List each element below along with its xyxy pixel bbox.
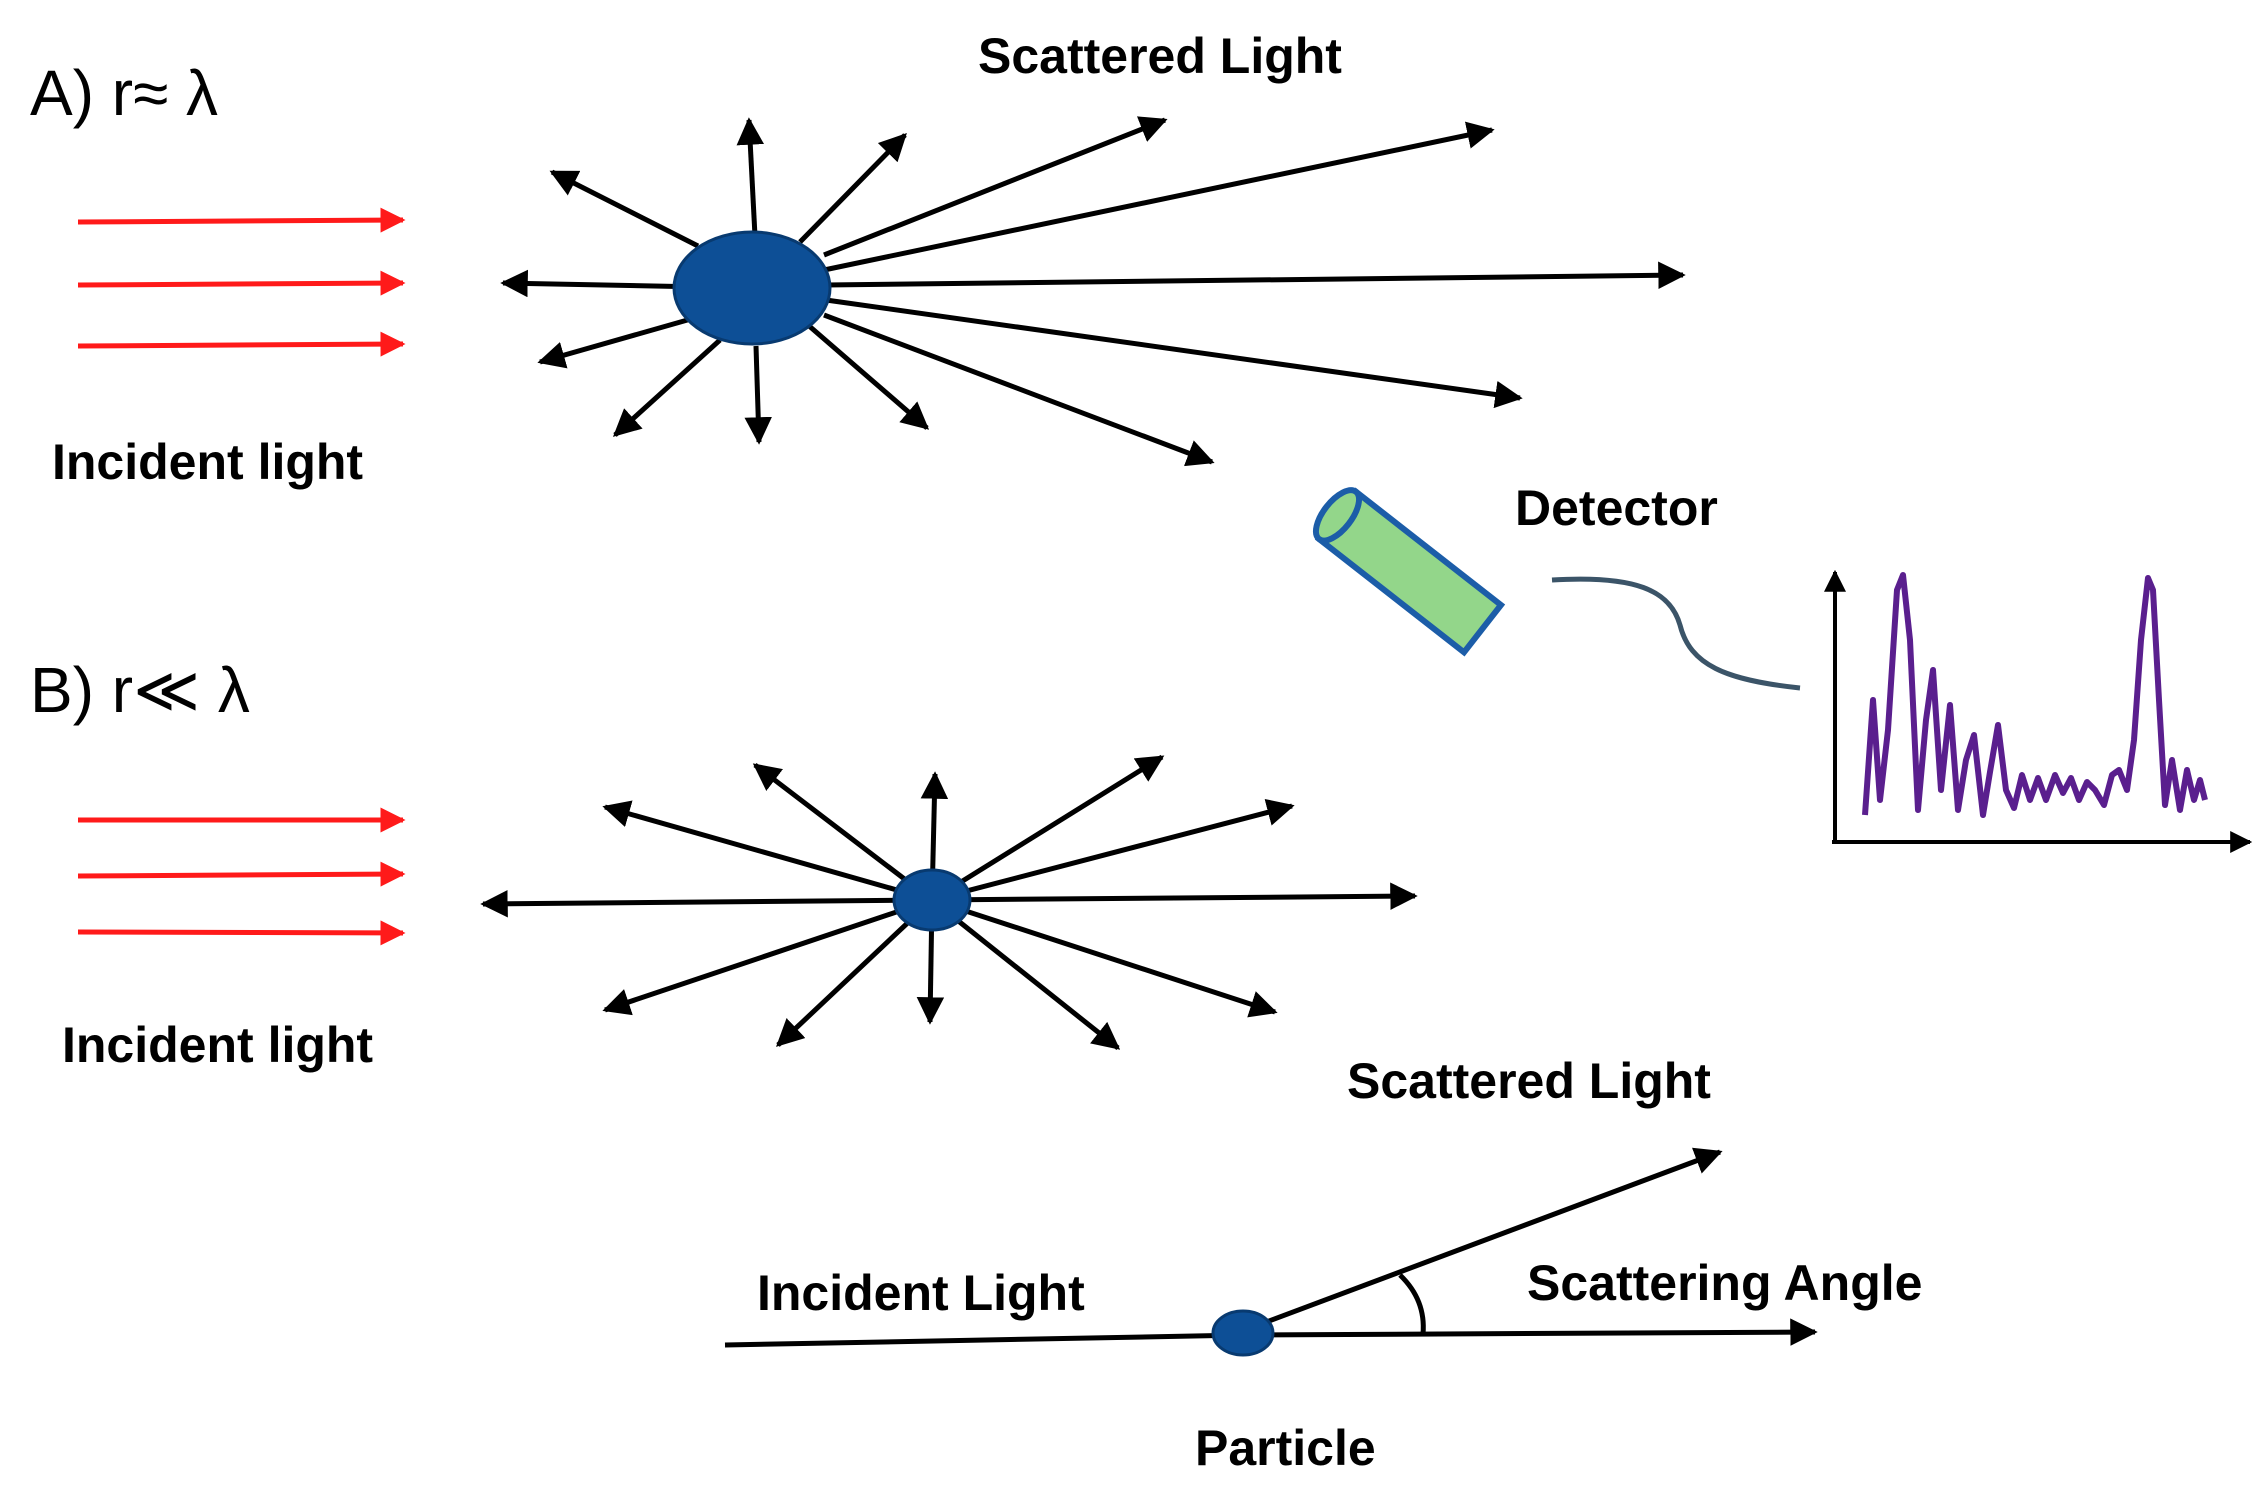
scattering-angle-label: Scattering Angle xyxy=(1527,1255,1922,1311)
scattered-light-label-a: Scattered Light xyxy=(978,28,1342,84)
detector: Detector xyxy=(1312,480,1801,691)
detector-cable xyxy=(1551,576,1801,691)
particle-small xyxy=(892,868,972,932)
detector-icon xyxy=(1312,487,1506,657)
scattering-geometry: Scattered Light Incident Light Scatterin… xyxy=(724,1053,1922,1476)
incident-light-arrows-a xyxy=(77,207,406,357)
incident-light-line xyxy=(724,1332,1246,1348)
scattered-ray-arrow xyxy=(1244,1147,1723,1333)
incident-light-label-b: Incident light xyxy=(62,1017,373,1073)
scattered-arrows-a xyxy=(500,116,1686,467)
panel-a: A) r≈ λ Incident light Scattered Light xyxy=(30,28,1686,490)
particle-label: Particle xyxy=(1195,1420,1376,1476)
panel-b-label: B) r≪ λ xyxy=(30,654,250,726)
scattering-angle-arc xyxy=(1398,1273,1426,1335)
panel-b: B) r≪ λ Incident light xyxy=(30,654,1418,1073)
particle-large xyxy=(672,230,832,346)
scattered-light-label-geometry: Scattered Light xyxy=(1347,1053,1711,1109)
particle-geometry xyxy=(1211,1309,1275,1357)
panel-a-label: A) r≈ λ xyxy=(30,57,218,129)
scattered-arrows-b xyxy=(480,754,1418,1050)
signal-trace xyxy=(1862,572,2208,818)
incident-light-label-a: Incident light xyxy=(52,434,363,490)
incident-light-label-geometry: Incident Light xyxy=(757,1265,1085,1321)
transmitted-axis-arrow xyxy=(1244,1318,1818,1346)
signal-plot xyxy=(1824,569,2253,853)
detector-label: Detector xyxy=(1515,480,1718,536)
incident-light-arrows-b xyxy=(77,807,406,946)
